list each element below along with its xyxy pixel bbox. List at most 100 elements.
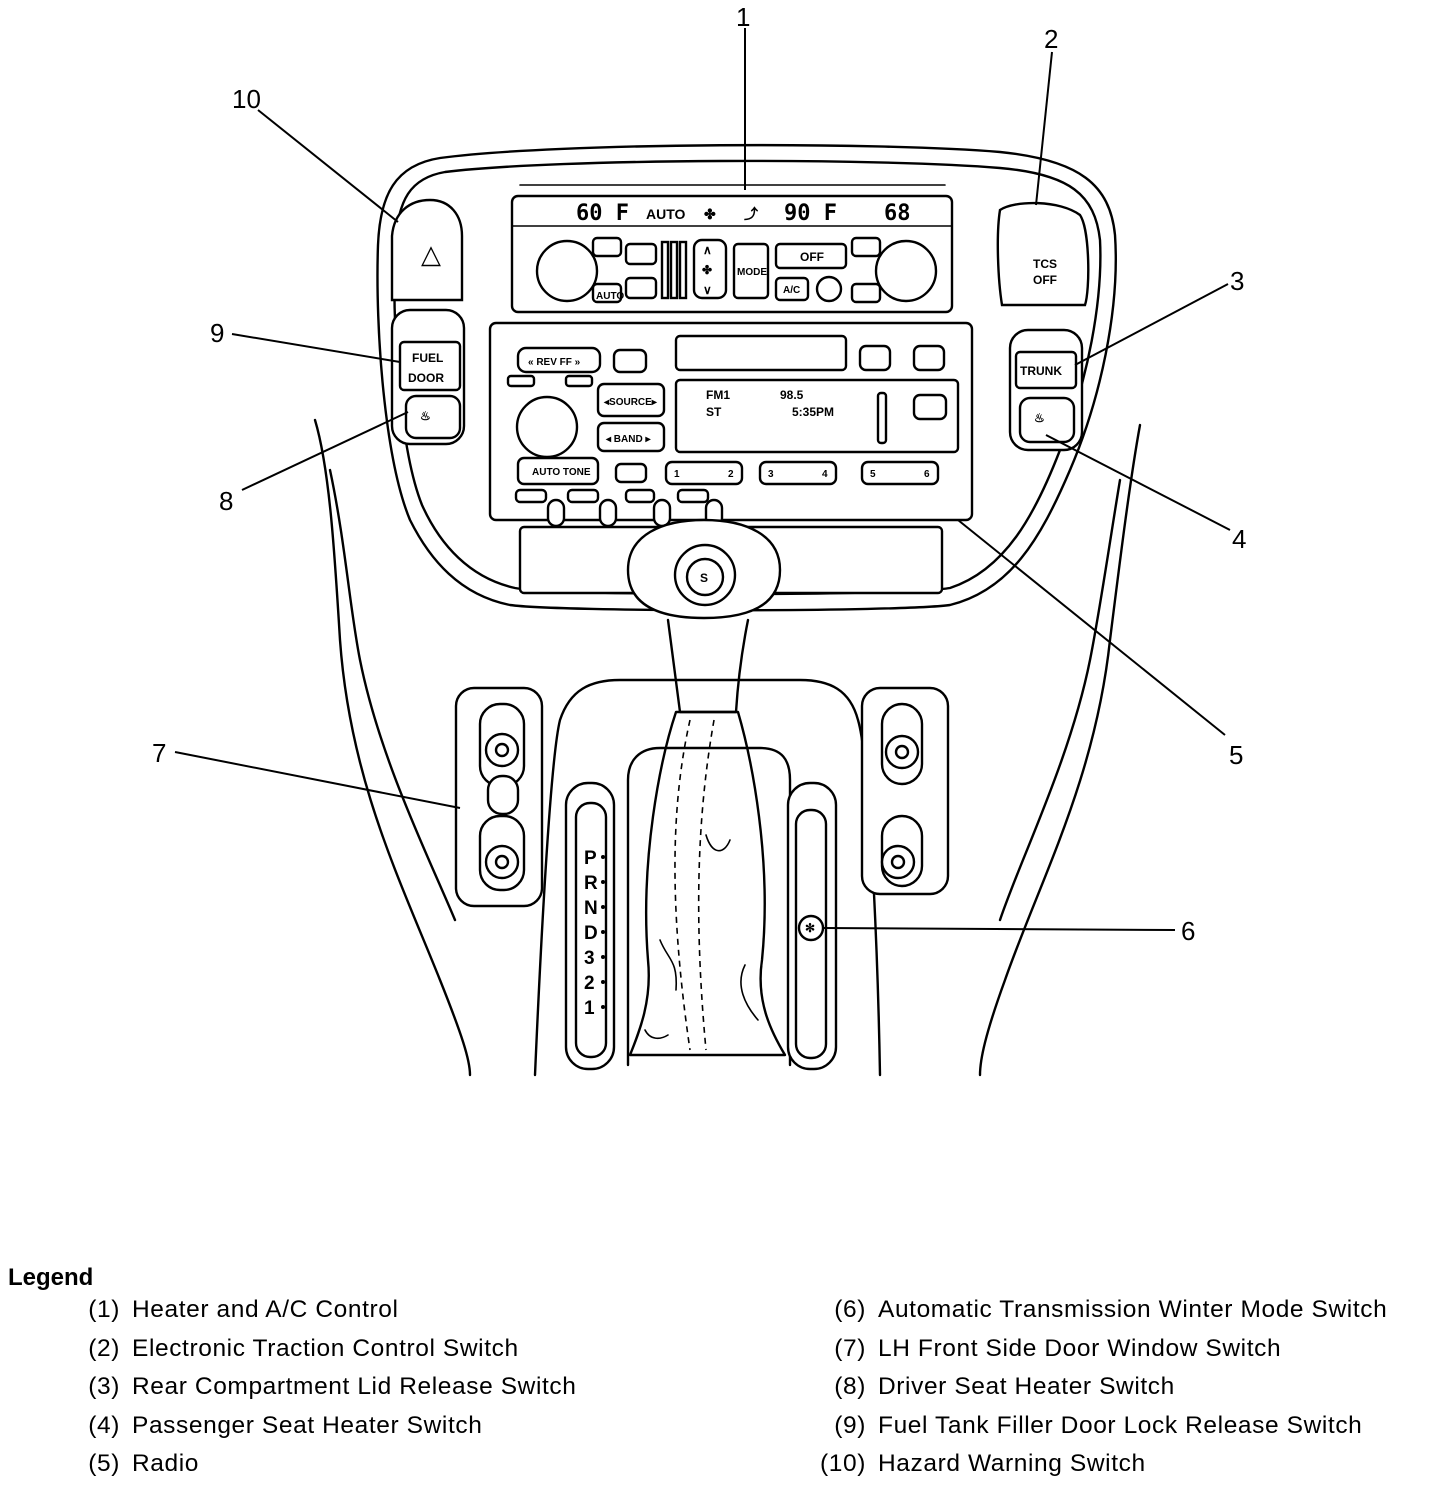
seat-heater-icon: ♨	[1034, 411, 1045, 425]
legend-item: (4)Passenger Seat Heater Switch	[88, 1411, 483, 1439]
display-button[interactable]	[912, 393, 948, 421]
display-frequency: 98.5	[780, 388, 804, 402]
hvac-off-button[interactable]	[774, 242, 848, 270]
treb-slider[interactable]	[598, 498, 618, 528]
svg-text:2: 2	[728, 469, 734, 480]
front-defrost-button-right[interactable]	[850, 236, 882, 258]
legend-item: (10)Hazard Warning Switch	[820, 1450, 1146, 1477]
callout-line-6	[821, 927, 1176, 931]
fuel-door-switch[interactable]	[398, 340, 462, 392]
shift-lock-button[interactable]	[685, 557, 725, 597]
svg-text:5: 5	[870, 469, 876, 480]
temp-slider-2	[669, 240, 679, 300]
driver-seat-heater-switch[interactable]	[404, 394, 462, 440]
hazard-switch[interactable]	[390, 198, 464, 302]
callout-10: 10	[232, 84, 261, 114]
recirc-air-button[interactable]	[815, 275, 843, 303]
svg-text:S: S	[700, 571, 708, 585]
auto-tone-button[interactable]	[516, 456, 600, 486]
bal-label-tab	[624, 488, 656, 504]
legend-item: (8)Driver Seat Heater Switch	[834, 1373, 1175, 1400]
hvac-off-button-right[interactable]	[850, 282, 882, 304]
dash-bezel-outer	[376, 143, 1117, 612]
bass-label-tab	[514, 488, 548, 504]
bal-slider[interactable]	[652, 498, 672, 528]
display-level-bar	[876, 391, 888, 445]
legend-item: (1)Heater and A/C Control	[88, 1296, 399, 1323]
eject-button[interactable]	[612, 348, 648, 374]
trunk-release-switch[interactable]	[1014, 350, 1078, 390]
rear-defrost-button[interactable]	[624, 242, 658, 266]
gear-indicator-dot	[601, 905, 605, 909]
gear-position-1: 1	[584, 998, 595, 1019]
hvac-right-temp-knob[interactable]	[874, 239, 938, 303]
hvac-left-temp-knob[interactable]	[535, 239, 599, 303]
callout-line-9	[231, 333, 401, 363]
hvac-right-temp: 90 F	[784, 201, 837, 226]
legend-item: (3)Rear Compartment Lid Release Switch	[88, 1373, 577, 1400]
svg-text:3: 3	[768, 469, 774, 480]
legend-item: (9)Fuel Tank Filler Door Lock Release Sw…	[834, 1411, 1363, 1439]
gear-indicator-dot	[601, 880, 605, 884]
band-button[interactable]	[596, 421, 666, 453]
scan-button[interactable]	[614, 462, 648, 484]
callout-8: 8	[219, 486, 233, 516]
callout-line-5	[957, 519, 1226, 736]
legend-title: Legend	[8, 1264, 94, 1291]
display-time: 5:35PM	[792, 405, 834, 419]
hvac-mode-text: AUTO	[646, 206, 686, 222]
front-defrost-button[interactable]	[591, 236, 623, 258]
ac-button[interactable]	[774, 276, 810, 302]
gear-position-D: D	[584, 923, 598, 944]
treb-label-tab	[566, 488, 600, 504]
source-button[interactable]	[596, 382, 666, 418]
svg-text:TRUNK: TRUNK	[1020, 364, 1062, 378]
volume-knob[interactable]	[515, 395, 579, 459]
hvac-mode-button[interactable]	[732, 242, 770, 300]
legend-column-left: (1)Heater and A/C Control (2)Electronic …	[70, 1294, 577, 1487]
radio-rdm-button[interactable]	[912, 344, 946, 372]
window-lock-switch[interactable]	[486, 774, 520, 816]
recirc-button[interactable]	[624, 276, 658, 300]
callout-line-8	[241, 411, 409, 491]
svg-text:6: 6	[924, 469, 930, 480]
preset-1-2-button[interactable]	[664, 460, 744, 486]
callout-line-2	[1035, 51, 1053, 206]
preset-5-6-button[interactable]	[860, 460, 940, 486]
console-left-inner	[328, 468, 457, 922]
legend: Legend (1)Heater and A/C Control (2)Elec…	[8, 1264, 1448, 1484]
hvac-panel	[510, 194, 954, 314]
legend-item: (5)Radio	[88, 1450, 200, 1477]
gear-indicator-dot	[601, 1005, 605, 1009]
callout-5: 5	[1229, 740, 1243, 770]
tcs-switch[interactable]	[996, 201, 1090, 307]
gear-position-R: R	[584, 873, 598, 894]
svg-text:OFF: OFF	[800, 250, 824, 264]
legend-item: (7)LH Front Side Door Window Switch	[834, 1334, 1282, 1362]
fan-speed-rocker[interactable]	[692, 238, 728, 300]
passenger-seat-heater-switch[interactable]	[1018, 396, 1076, 444]
svg-text:1: 1	[674, 469, 680, 480]
prndl-window	[574, 801, 608, 1059]
cassette-eject-button[interactable]	[858, 344, 892, 372]
display-stereo: ST	[706, 405, 722, 419]
legend-column-right: (6)Automatic Transmission Winter Mode Sw…	[808, 1294, 1387, 1487]
preset-3-4-button[interactable]	[758, 460, 838, 486]
radio-small-button-right[interactable]	[564, 374, 594, 388]
rev-ff-button[interactable]	[516, 346, 602, 374]
gear-position-3: 3	[584, 948, 595, 969]
svg-text:◂ BAND ▸: ◂ BAND ▸	[605, 434, 651, 445]
hvac-left-temp: 60 F	[576, 201, 629, 226]
radio-small-button-left[interactable]	[506, 374, 536, 388]
seat-heater-icon: ♨	[420, 409, 431, 423]
console-line-drawing: 60 F AUTO 90 F 68 ✤ ⤴ AUTO ∧ ✤ ∨ MODE OF…	[152, 2, 1246, 1077]
hvac-auto-button[interactable]	[591, 282, 623, 304]
bass-slider[interactable]	[546, 498, 566, 528]
svg-text:◂SOURCE▸: ◂SOURCE▸	[603, 397, 658, 408]
svg-text:FUEL: FUEL	[412, 351, 443, 365]
callout-line-4	[1045, 434, 1231, 531]
display-band: FM1	[706, 388, 730, 402]
callout-9: 9	[210, 318, 224, 348]
